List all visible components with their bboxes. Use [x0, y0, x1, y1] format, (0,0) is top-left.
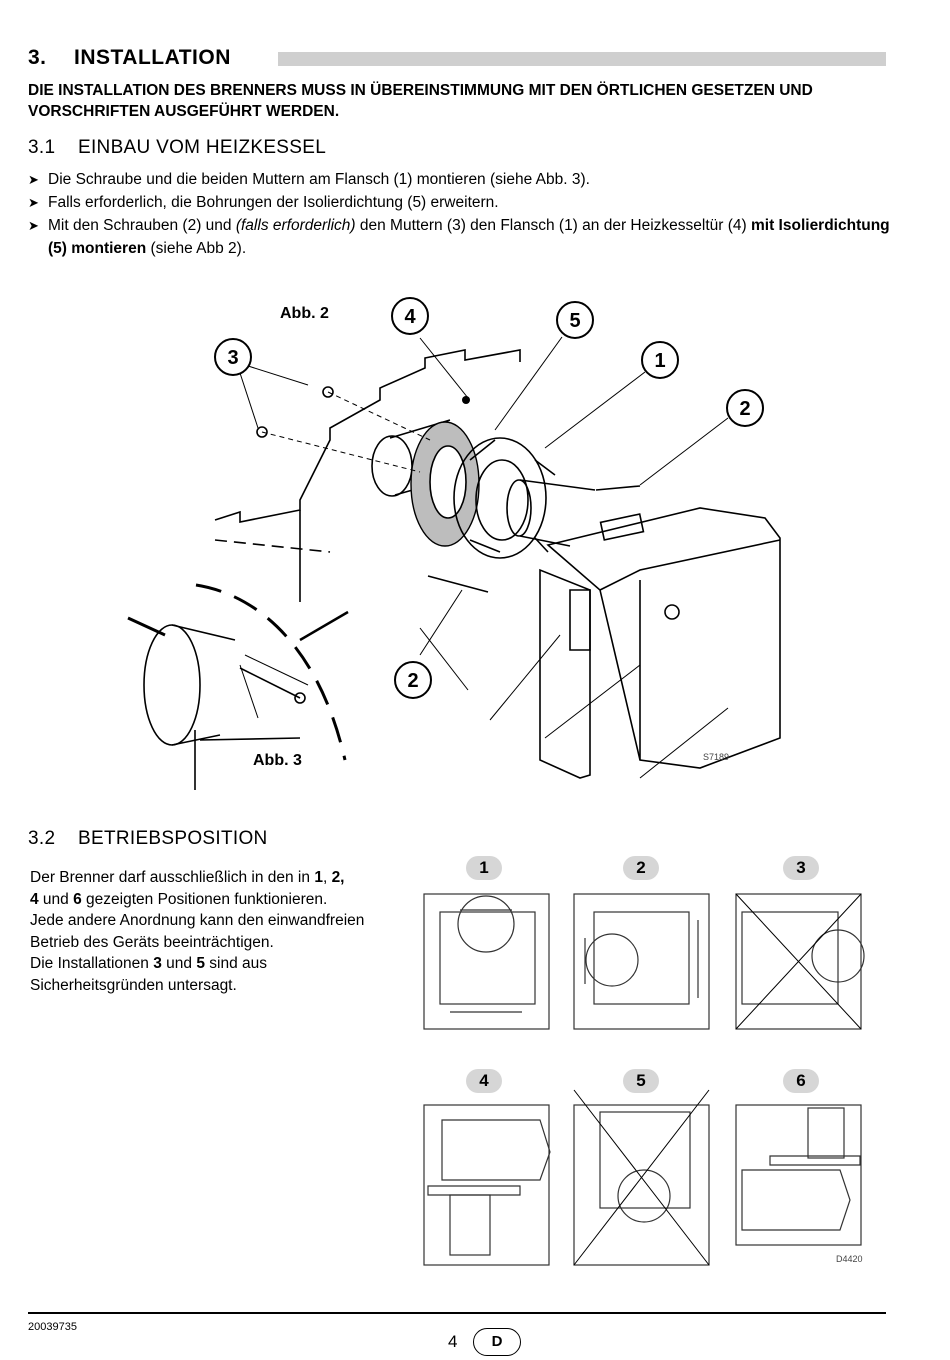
- position-badge-4: 4: [466, 1069, 502, 1093]
- position-5-frame: [573, 1104, 710, 1266]
- forbidden-cross-icon: [735, 893, 862, 1030]
- subsection-number: 3.1: [28, 137, 56, 158]
- flange: [453, 437, 547, 559]
- position-6-burner: [741, 1169, 851, 1231]
- position-4-frame: [423, 1104, 550, 1266]
- positions-diagram: D4420: [423, 893, 865, 1266]
- position-badge-3: 3: [783, 856, 819, 880]
- subsection-title-text: EINBAU VOM HEIZKESSEL: [78, 137, 327, 158]
- dashed-reference-line: [214, 539, 331, 553]
- detail-screw: [127, 616, 166, 637]
- position-4-burner: [441, 1119, 551, 1181]
- position-2-frame: [573, 893, 710, 1030]
- position-6-frame: [735, 1104, 862, 1246]
- callout-1-label: 1: [654, 350, 665, 372]
- subsection-number: 3.2: [28, 828, 56, 849]
- section-number: 3.: [28, 46, 47, 69]
- position-3-burner: [741, 911, 839, 1005]
- figure-label-abb3: Abb. 3: [253, 752, 302, 769]
- page-number: 4: [448, 1332, 458, 1351]
- callout-4-label: 4: [404, 306, 416, 328]
- position-1-frame: [423, 893, 550, 1030]
- detail-flange: [143, 624, 201, 746]
- callout-3-label: 3: [227, 347, 238, 369]
- figure-label-abb2: Abb. 2: [280, 305, 329, 322]
- screw: [595, 485, 641, 491]
- position-2-burner: [593, 911, 690, 1005]
- callout-5-label: 5: [569, 310, 580, 332]
- screw: [427, 575, 489, 593]
- arrow-bullet-icon: ➤: [28, 172, 39, 187]
- section-title-bar: [278, 52, 886, 66]
- installation-figure: 1 2 2 3 4 5 Abb. 2 Abb. 3 S7189: [127, 297, 781, 790]
- callout-2-top: [726, 389, 764, 427]
- position-badge-1: 1: [466, 856, 502, 880]
- burner-housing: [546, 507, 781, 769]
- section-title: 3. INSTALLATION: [28, 46, 231, 70]
- callout-3: [214, 338, 252, 376]
- detail-arc: [195, 583, 347, 761]
- figure-code: S7189: [703, 752, 729, 762]
- section-title-text: INSTALLATION: [74, 46, 231, 69]
- callout-5: [556, 301, 594, 339]
- callout-1: [641, 341, 679, 379]
- positions-code: D4420: [836, 1254, 863, 1264]
- arrow-bullet-icon: ➤: [28, 195, 39, 210]
- nut: [256, 426, 268, 438]
- position-3-frame: [735, 893, 862, 1030]
- position-description: Der Brenner darf ausschließlich in den i…: [30, 869, 365, 994]
- blast-tube: [519, 479, 596, 547]
- list-item: ➤Falls erforderlich, die Bohrungen der I…: [28, 191, 890, 214]
- list-item: ➤Die Schraube und die beiden Muttern am …: [28, 168, 890, 191]
- subsection-title-3-2: 3.2 BETRIEBSPOSITION: [28, 828, 268, 850]
- tube-end: [371, 435, 413, 497]
- boiler-wall-edge: [214, 349, 521, 523]
- callout-2-bottom: [394, 661, 432, 699]
- position-1-burner: [439, 911, 536, 1005]
- callout-2-label: 2: [739, 398, 750, 420]
- callout-4: [391, 297, 429, 335]
- forbidden-cross-icon: [573, 1089, 710, 1266]
- doc-number: 20039735: [28, 1321, 77, 1333]
- burner-label-plate: [599, 513, 645, 541]
- nut: [294, 692, 306, 704]
- footer-rule: [28, 1312, 886, 1314]
- burner-side-cover: [539, 568, 591, 779]
- position-badge-2: 2: [623, 856, 659, 880]
- callout-2-label: 2: [407, 670, 418, 692]
- subsection-title-text: BETRIEBSPOSITION: [78, 828, 268, 849]
- burner-button: [664, 604, 680, 620]
- position-badge-6: 6: [783, 1069, 819, 1093]
- position-badge-5: 5: [623, 1069, 659, 1093]
- list-item: ➤Mit den Schrauben (2) und (falls erford…: [28, 214, 890, 260]
- arrow-bullet-icon: ➤: [28, 218, 39, 233]
- language-badge: D: [473, 1328, 521, 1356]
- nut: [322, 386, 334, 398]
- intro-notice: DIE INSTALLATION DES BRENNERS MUSS IN ÜB…: [28, 82, 813, 120]
- connector-block: [569, 589, 591, 651]
- subsection-title-3-1: 3.1 EINBAU VOM HEIZKESSEL: [28, 137, 326, 159]
- installation-steps: ➤Die Schraube und die beiden Muttern am …: [28, 168, 890, 260]
- position-5-burner: [599, 1111, 691, 1209]
